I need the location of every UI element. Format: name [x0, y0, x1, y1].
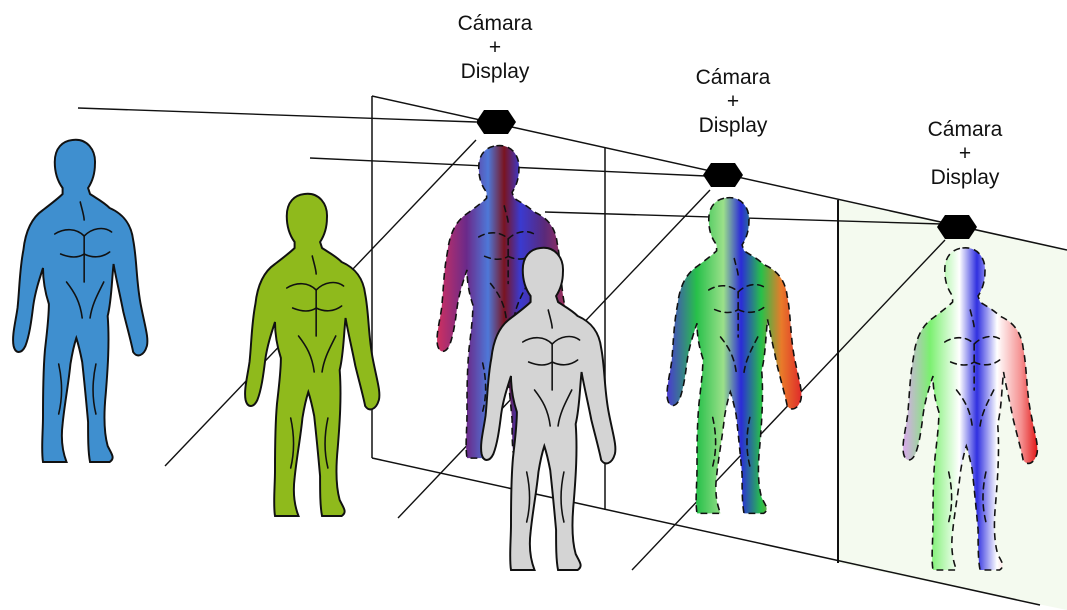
camera-display-label-2: Cámara + Display: [668, 66, 798, 138]
camera-label-text: Cámara: [430, 12, 560, 36]
hexagon-camera-icon: [937, 215, 977, 239]
hexagon-camera-icon: [703, 163, 743, 187]
hexagon-camera-icon: [476, 110, 516, 134]
plus-label-text: +: [668, 90, 798, 114]
person-green: [245, 194, 379, 516]
display-label-text: Display: [900, 166, 1030, 190]
person-blue: [13, 140, 147, 462]
sight-line-1: [78, 108, 476, 122]
camera-display-label-3: Cámara + Display: [900, 118, 1030, 190]
camera-label-text: Cámara: [668, 66, 798, 90]
camera-label-text: Cámara: [900, 118, 1030, 142]
display-label-text: Display: [668, 114, 798, 138]
plus-label-text: +: [430, 36, 560, 60]
plus-label-text: +: [900, 142, 1030, 166]
reflection-panel-2: [667, 198, 801, 514]
display-label-text: Display: [430, 60, 560, 84]
camera-display-label-1: Cámara + Display: [430, 12, 560, 84]
